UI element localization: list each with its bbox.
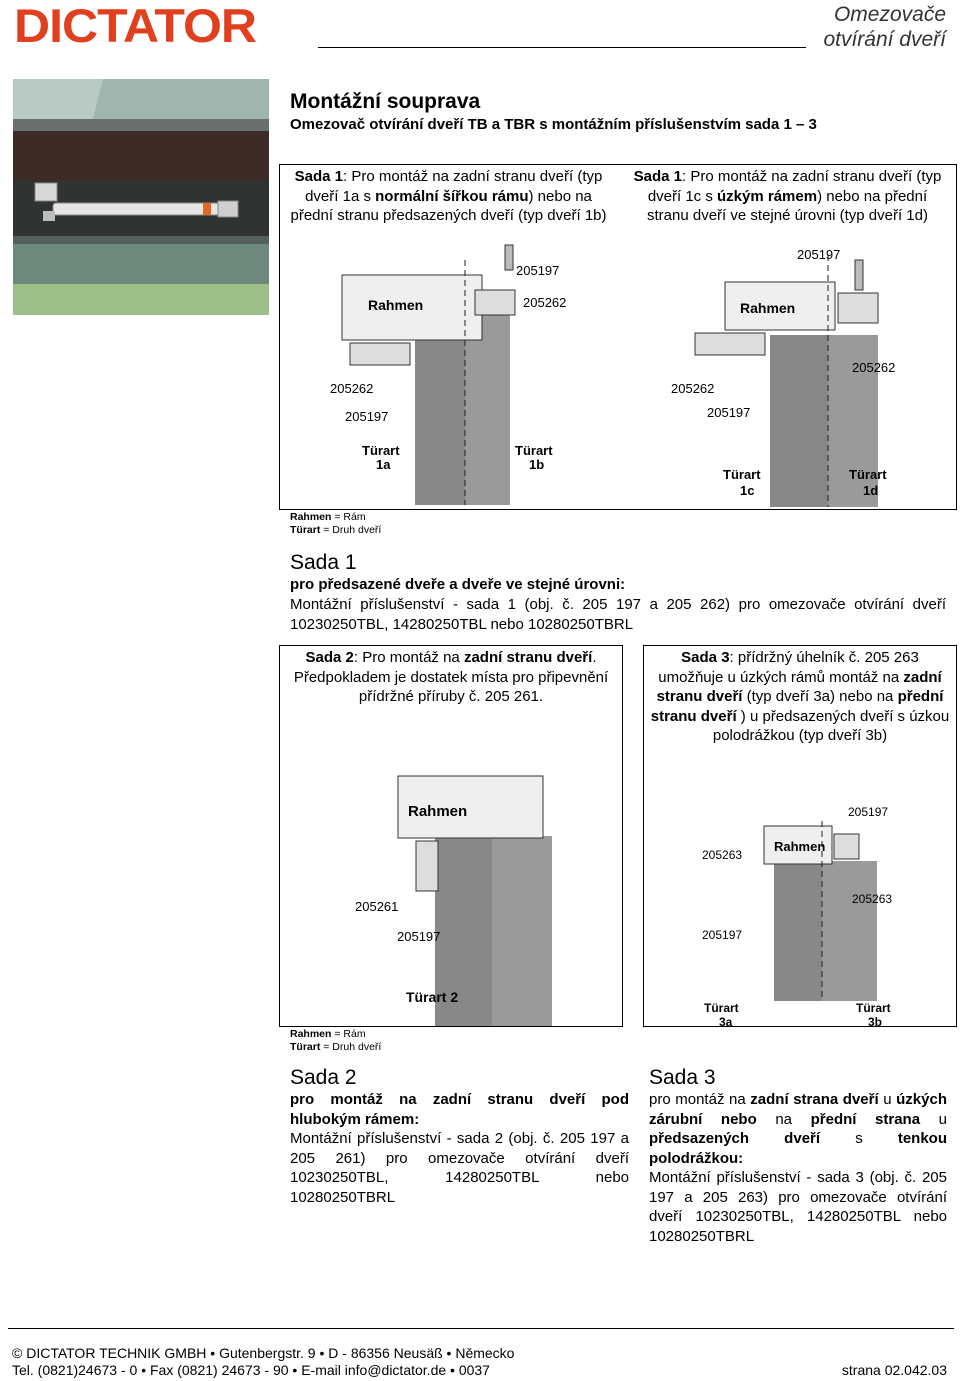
sada3-diagram-box: Sada 3: přídržný úhelník č. 205 263 umož…: [643, 645, 957, 1027]
sada1-diagram-box: Sada 1: Pro montáž na zadní stranu dveří…: [279, 164, 957, 510]
footer-address: © DICTATOR TECHNIK GMBH • Gutenbergstr. …: [12, 1345, 515, 1361]
sada3-label-205263-right: 205263: [852, 892, 892, 906]
page-subtitle: Omezovač otvírání dveří TB a TBR s montá…: [290, 116, 817, 133]
sada2-diagram: Rahmen 205261 205197 Türart 2: [355, 775, 552, 1026]
sada2-text: Montážní příslušenství - sada 2 (obj. č.…: [290, 1130, 629, 1206]
sada1-label-rahmen-right: Rahmen: [740, 300, 795, 316]
sada1-diagram: Rahmen 205197 205262 205262 205197 Türar…: [330, 244, 895, 507]
sada1-label-turart-1d: Türart: [849, 467, 887, 482]
sada2-text-block: Sada 2 pro montáž na zadní stranu dveří …: [290, 1066, 629, 1207]
sada1-label-turart-1b: Türart: [515, 443, 553, 458]
sada1-label-1a: 1a: [376, 457, 391, 472]
sada1-label-205197-bottom-left: 205197: [345, 409, 388, 424]
sada1-label-205262-bottom-left: 205262: [330, 381, 373, 396]
sada2-bold-line: pro montáž na zadní stranu dveří pod hlu…: [290, 1091, 629, 1128]
sada2-label-205261: 205261: [355, 899, 398, 914]
sada2-label-rahmen: Rahmen: [408, 803, 467, 820]
sada1-label-205197-top-left: 205197: [516, 263, 559, 278]
product-photo: [13, 79, 269, 315]
sada2-caption: Sada 2: Pro montáž na zadní stranu dveří…: [293, 649, 609, 705]
sada1-label-turart-1c: Türart: [723, 467, 761, 482]
footer-contact: Tel. (0821)24673 - 0 • Fax (0821) 24673 …: [12, 1362, 490, 1378]
sada3-label-turart-3a: Türart: [704, 1001, 739, 1015]
sada1-legend: Rahmen = Rám Türart = Druh dveří: [290, 511, 382, 536]
sada2-legend: Rahmen = Rám Türart = Druh dveří: [290, 1028, 382, 1053]
sada3-diagram: Rahmen 205197 205263 205263 205197 Türar…: [702, 805, 892, 1026]
sada1-label-205262-right: 205262: [852, 360, 895, 375]
footer-page-number: strana 02.042.03: [841, 1362, 947, 1378]
sada1-text: Montážní příslušenství - sada 1 (obj. č.…: [290, 596, 946, 633]
page-title: Montážní souprava: [290, 90, 481, 113]
sada1-heading: Sada 1: [290, 551, 357, 574]
sada1-label-rahmen-left: Rahmen: [368, 297, 423, 313]
sada3-text: Montážní příslušenství - sada 3 (obj. č.…: [649, 1169, 947, 1245]
sada3-caption: Sada 3: přídržný úhelník č. 205 263 umož…: [650, 649, 950, 744]
header-title-line1: Omezovače: [833, 3, 946, 26]
sada2-heading: Sada 2: [290, 1066, 357, 1089]
sada3-label-rahmen: Rahmen: [774, 839, 825, 854]
sada1-right-caption: Sada 1: Pro montáž na zadní stranu dveří…: [633, 168, 942, 224]
sada3-label-3a: 3a: [719, 1015, 733, 1026]
sada1-label-1c: 1c: [740, 483, 754, 498]
sada2-label-205197: 205197: [397, 929, 440, 944]
sada1-left-caption: Sada 1: Pro montáž na zadní stranu dveří…: [290, 168, 607, 224]
sada3-label-205197-bottom: 205197: [702, 928, 742, 942]
sada1-label-1d: 1d: [863, 483, 878, 498]
sada1-label-turart-1a: Türart: [362, 443, 400, 458]
header-rule: [318, 47, 806, 48]
sada3-text-intro: pro montáž na zadní strana dveří u úzkýc…: [649, 1091, 948, 1167]
sada2-diagram-box: Sada 2: Pro montáž na zadní stranu dveří…: [279, 645, 623, 1027]
sada1-label-205262-bottom-right: 205262: [671, 381, 714, 396]
sada1-label-205197-bottom-right: 205197: [707, 405, 750, 420]
sada1-label-205262-top-left: 205262: [523, 295, 566, 310]
sada3-heading: Sada 3: [649, 1066, 716, 1089]
dictator-logo: DICTATOR: [14, 0, 257, 53]
sada1-bold-line: pro předsazené dveře a dveře ve stejné ú…: [290, 576, 626, 593]
sada3-label-3b: 3b: [868, 1015, 882, 1026]
header-title: Omezovače otvírání dveří: [823, 2, 946, 52]
sada3-label-205197-top: 205197: [848, 805, 888, 819]
sada3-label-turart-3b: Türart: [856, 1001, 891, 1015]
sada3-text-block: Sada 3 pro montáž na zadní strana dveří …: [649, 1066, 947, 1246]
sada3-label-205263-left: 205263: [702, 848, 742, 862]
footer-rule: [8, 1328, 954, 1329]
sada2-label-turart2: Türart 2: [406, 989, 458, 1005]
sada1-label-1b: 1b: [529, 457, 544, 472]
sada1-label-205197-top-right: 205197: [797, 247, 840, 262]
header-title-line2: otvírání dveří: [823, 28, 946, 51]
